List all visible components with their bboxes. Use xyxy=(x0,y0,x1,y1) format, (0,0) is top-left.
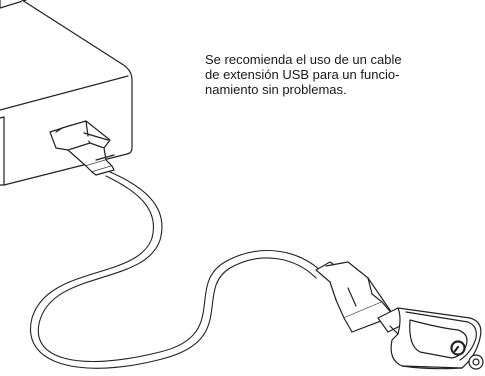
circular-arrow-logo-icon xyxy=(450,340,484,370)
instruction-line: Se recomienda el uso de un cable xyxy=(205,52,402,67)
host-usb-connector xyxy=(49,120,115,176)
extension-usb-socket xyxy=(315,261,395,333)
instruction-line: de extensión USB para un funcio- xyxy=(205,67,400,82)
instruction-text: Se recomienda el uso de un cable de exte… xyxy=(205,52,475,97)
instruction-line: namiento sin problemas. xyxy=(205,82,347,97)
extension-cable xyxy=(29,171,323,369)
host-device xyxy=(0,0,133,186)
usb-dongle xyxy=(377,307,482,370)
